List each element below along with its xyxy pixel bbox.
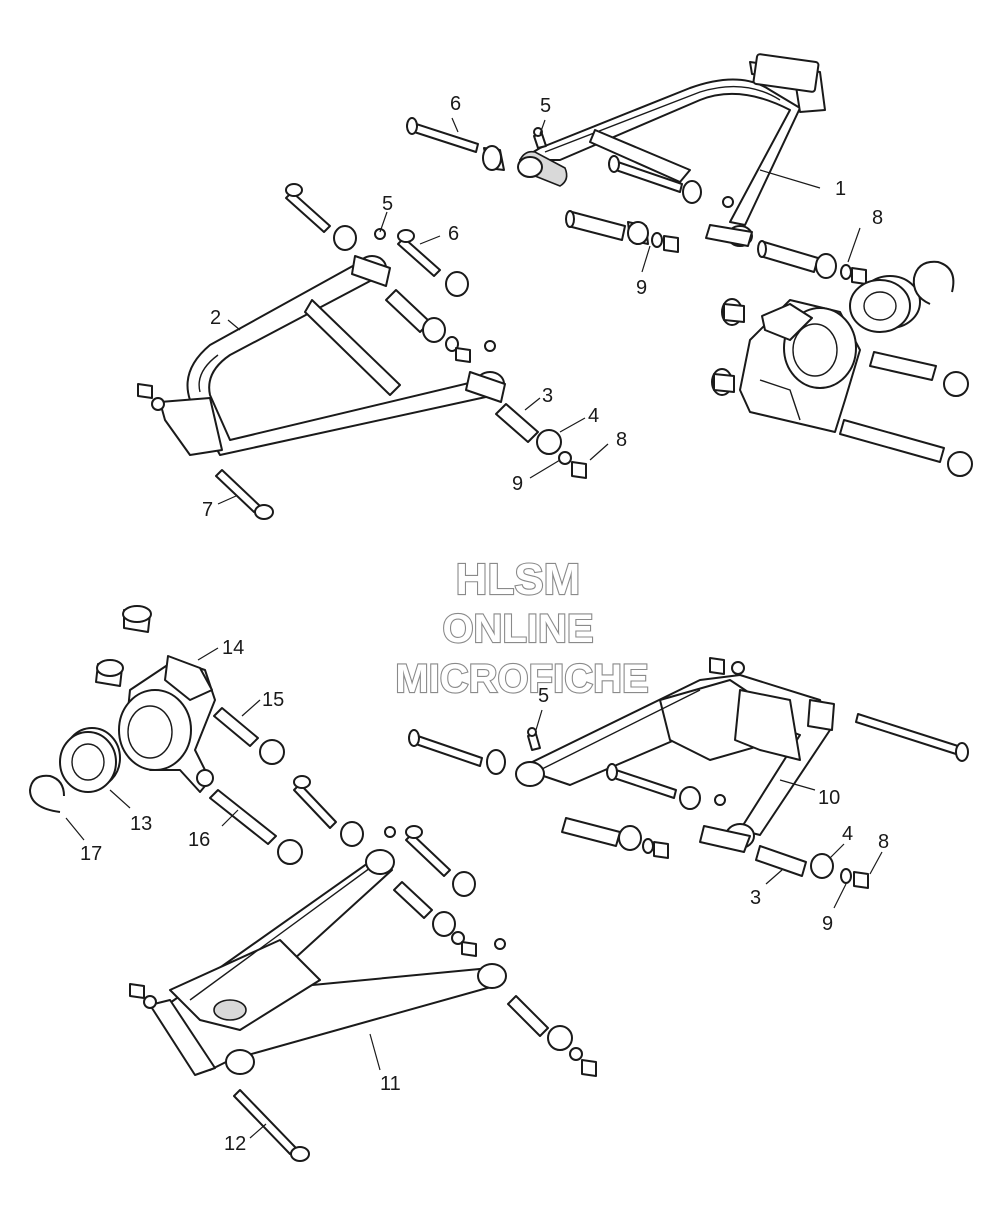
bearing-upper [849,275,921,333]
upper-a-arm-2 [159,255,506,456]
knuckle-14 [118,655,216,793]
callout-5: 5 [540,95,551,117]
lower-a-arm-11 [149,849,507,1076]
callout-numbers: 1 2 3 3 4 4 5 5 5 6 6 7 8 8 8 9 9 9 10 1… [80,93,889,1155]
bushing-14-top [122,605,152,633]
bolt-10-left [408,729,506,775]
callout-8: 8 [878,831,889,853]
bolt-lower-11-a [293,775,396,847]
bolt-lower-11-b [405,825,476,897]
bolt-6-upper [406,117,479,153]
bushing-knuckle-b [711,368,735,396]
callout-14: 14 [222,637,244,659]
upper-a-arm-1 [517,53,826,247]
watermark-line-1: HLSM [456,555,581,604]
bolt-7 [215,469,274,520]
sleeve-left-mid [385,289,496,363]
callout-9: 9 [636,277,647,299]
sleeve-upper-b [757,240,867,285]
watermark-line-2: ONLINE [442,607,593,651]
callout-9: 9 [512,473,523,495]
bushing-14-side [95,659,124,687]
sleeve-lower-11 [393,881,506,957]
bolt-10-right [855,713,969,762]
callout-15: 15 [262,689,284,711]
sleeve-knuckle-a [869,351,969,397]
bolt-6-left [397,229,469,297]
grease-fitting-5-lower [527,727,541,751]
callout-8: 8 [872,207,883,229]
washer-stack-left [137,383,165,411]
bolt-upper-middle [608,155,734,208]
bushing-knuckle-a [721,298,745,326]
callout-3: 3 [750,887,761,909]
sleeve-16 [209,789,303,865]
callout-13: 13 [130,813,152,835]
sleeve-lower-11-right [507,995,597,1077]
callout-2: 2 [210,307,221,329]
callout-16: 16 [188,829,210,851]
sleeve-3-upper [495,403,587,479]
callout-6: 6 [450,93,461,115]
callout-12: 12 [224,1133,246,1155]
bearing-13 [59,727,121,793]
leader-lines [65,117,883,1139]
washer-10-top [709,657,745,675]
callout-17: 17 [80,843,102,865]
bolt-upper-left-top [285,183,386,251]
lower-a-arm-10 [515,674,835,853]
callout-1: 1 [835,178,846,200]
washer-stack-lower-left [129,983,157,1009]
watermark: HLSM ONLINE MICROFICHE [394,554,650,702]
sleeve-10-a [561,817,669,859]
knuckle-upper [739,299,861,433]
watermark-line-3: MICROFICHE [395,657,648,701]
callout-5: 5 [538,685,549,707]
bolt-12 [233,1089,310,1162]
callout-4: 4 [842,823,853,845]
callout-8: 8 [616,429,627,451]
callout-3: 3 [542,385,553,407]
callout-9: 9 [822,913,833,935]
sleeve-3-lower [755,845,869,889]
sleeve-knuckle-b [839,419,973,477]
callout-6: 6 [448,223,459,245]
callout-4: 4 [588,405,599,427]
bolt-10-mid [606,763,726,810]
circlip-upper [912,260,955,305]
sleeve-upper-a [565,210,679,253]
callout-10: 10 [818,787,840,809]
sleeve-15 [213,707,285,765]
circlip-17 [29,774,65,813]
callout-7: 7 [202,499,213,521]
callout-5: 5 [382,193,393,215]
grease-fitting-5-upper [533,127,547,149]
bushing-upper-left [482,145,505,171]
callout-11: 11 [380,1073,401,1095]
